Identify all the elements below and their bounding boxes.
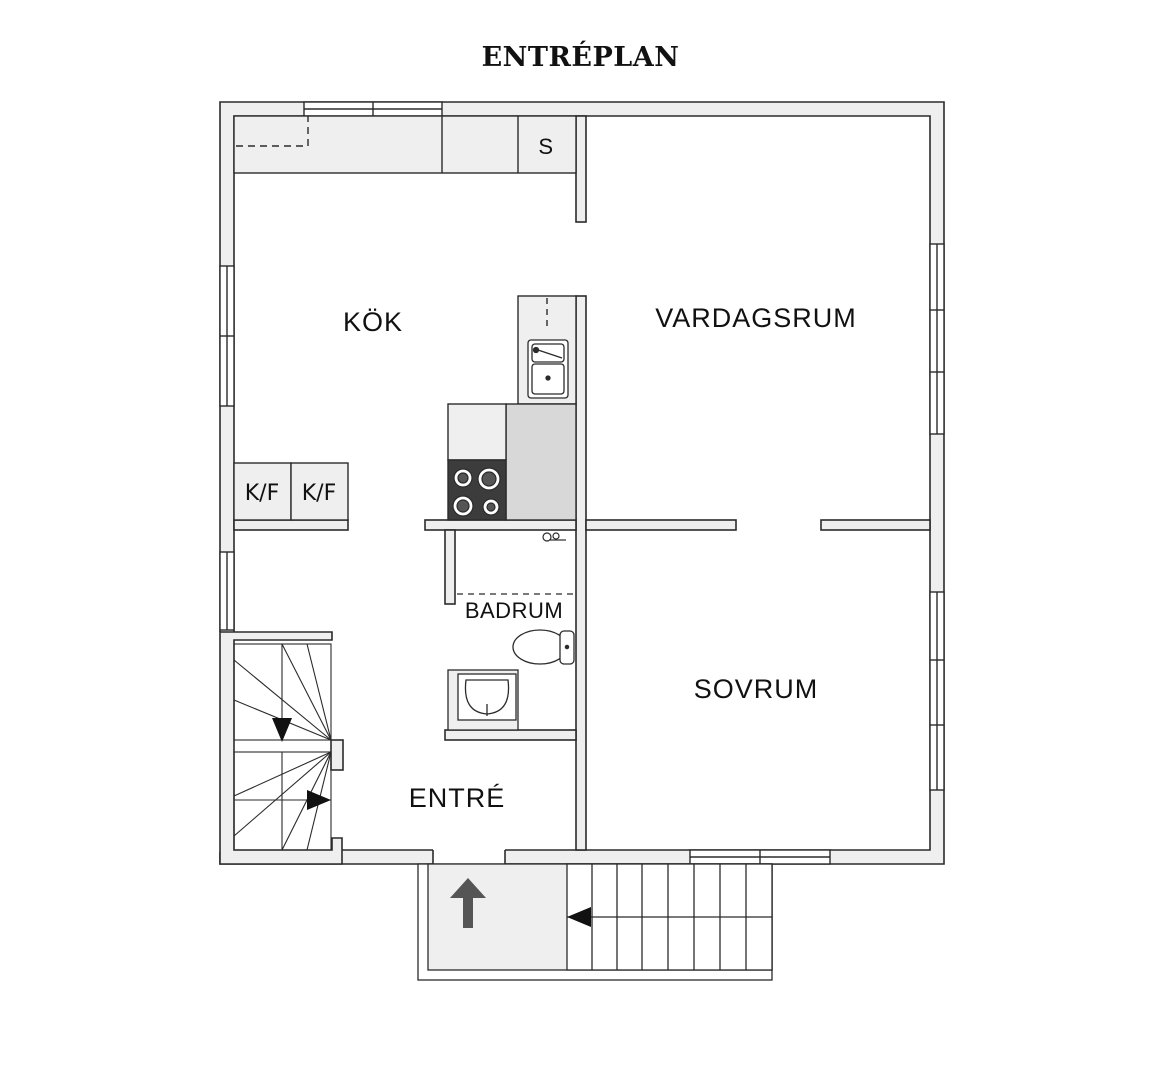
stair-arrow-down-icon (272, 718, 292, 742)
entrance-platform (417, 863, 773, 981)
plan-title: ENTRÉPLAN (481, 42, 680, 73)
storage-label: S (538, 134, 553, 159)
entrance-door-opening (433, 848, 505, 866)
toilet-icon (512, 629, 575, 665)
stair-arrow-right-icon (307, 790, 331, 810)
stove-icon (452, 467, 501, 517)
room-label-bathroom: BADRUM (465, 598, 563, 623)
sink-icon (527, 339, 569, 399)
windows (219, 101, 945, 865)
room-label-living-room: VARDAGSRUM (655, 303, 857, 333)
stair-wall (219, 631, 343, 865)
washbasin-icon (447, 669, 519, 731)
room-label-entrance: ENTRÉ (409, 783, 506, 813)
steps-arrow-left-icon (567, 907, 591, 927)
fridge-freezer-units (233, 462, 349, 521)
room-label-bedroom: SOVRUM (694, 674, 819, 704)
interior-walls (233, 115, 931, 851)
entry-arrow-up-icon (450, 878, 486, 928)
fridge-freezer-label-2: K/F (302, 481, 337, 506)
kitchen-top-counter (233, 115, 577, 174)
shower-icon (457, 532, 574, 595)
room-label-kitchen: KÖK (343, 307, 403, 337)
fridge-freezer-label-1: K/F (245, 481, 280, 506)
